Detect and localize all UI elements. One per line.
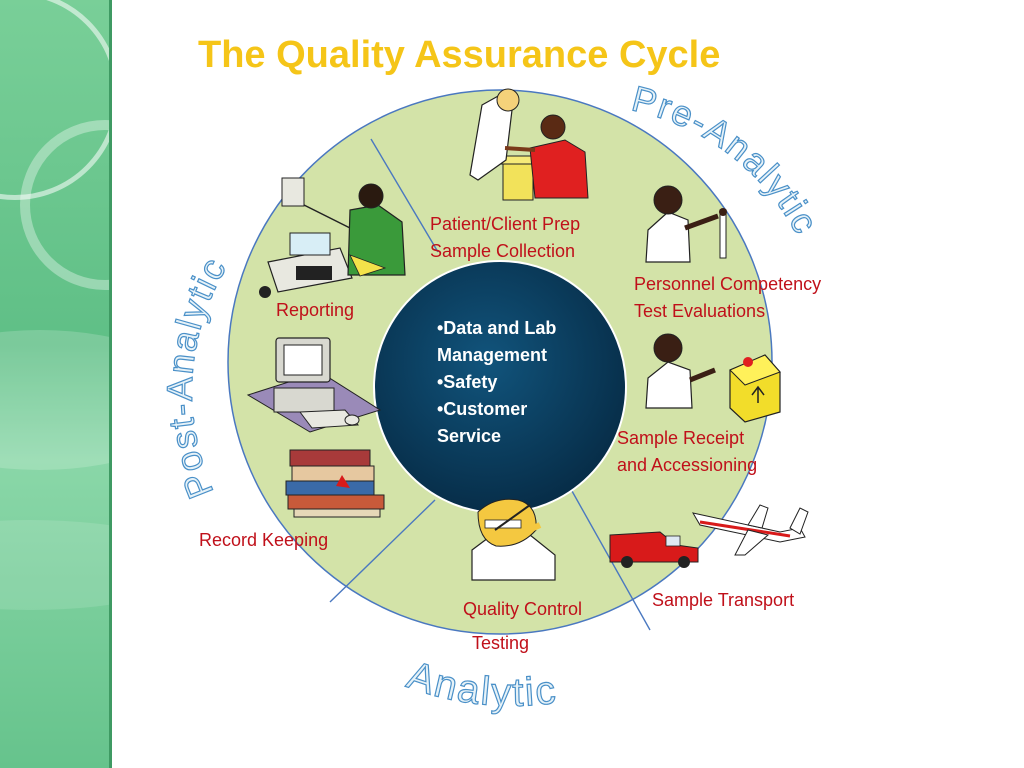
step-label-testing: Testing — [472, 630, 529, 657]
step-reporting-text: Reporting — [276, 300, 355, 320]
reporting-illustration — [259, 177, 406, 298]
center-focus-list: •Data and Lab Management •Safety •Custom… — [437, 315, 607, 450]
step-label-transport: Sample Transport — [652, 587, 794, 614]
segment-divider — [329, 499, 436, 603]
step-sample-collection-text: Sample Collection — [430, 241, 576, 261]
sample-receipt-illustration — [645, 333, 781, 423]
slide-title: The Quality Assurance Cycle — [198, 34, 721, 76]
step-label-record-keeping: Record Keeping — [199, 527, 328, 554]
step-label-receipt: Sample Receipt and Accessioning — [617, 425, 757, 479]
step-patient-prep-text: Patient/Client Prep — [430, 214, 581, 234]
step-test-eval-text: Test Evaluations — [634, 301, 766, 321]
step-personnel-text: Personnel Competency — [634, 274, 822, 294]
step-label-patient-prep: Patient/Client Prep Sample Collection — [430, 211, 580, 265]
quality-control-illustration — [471, 498, 556, 581]
decorative-side-panel — [0, 0, 112, 768]
sample-collection-illustration — [469, 88, 589, 201]
step-receipt-text: Sample Receipt — [617, 428, 745, 448]
phase-label-analytic: Analytic — [402, 653, 560, 715]
step-transport-text: Sample Transport — [652, 590, 795, 610]
personnel-illustration — [645, 185, 727, 263]
computer-illustration — [246, 337, 382, 433]
step-label-personnel: Personnel Competency Test Evaluations — [634, 271, 821, 325]
step-accessioning-text: and Accessioning — [617, 455, 758, 475]
decorative-band — [0, 330, 112, 470]
step-label-quality-control: Quality Control — [463, 596, 582, 623]
phase-label-post-analytic: Post-Analytic — [159, 249, 235, 504]
center-line: •Customer — [437, 399, 528, 419]
decorative-band — [0, 520, 112, 610]
step-quality-control-text: Quality Control — [463, 599, 583, 619]
phase-label-analytic-text: Analytic — [401, 652, 558, 715]
record-keeping-illustration — [285, 449, 385, 518]
step-testing-text: Testing — [472, 633, 530, 653]
center-line: •Safety — [437, 372, 498, 392]
step-record-keeping-text: Record Keeping — [199, 530, 329, 550]
center-line: •Data and Lab — [437, 318, 557, 338]
center-line: Service — [437, 426, 502, 446]
phase-label-post-text: Post-Analytic — [158, 249, 233, 505]
segment-divider — [562, 474, 651, 631]
center-line: Management — [437, 345, 548, 365]
step-label-reporting: Reporting — [276, 297, 354, 324]
segment-divider — [370, 138, 439, 253]
transport-illustration — [609, 504, 809, 568]
